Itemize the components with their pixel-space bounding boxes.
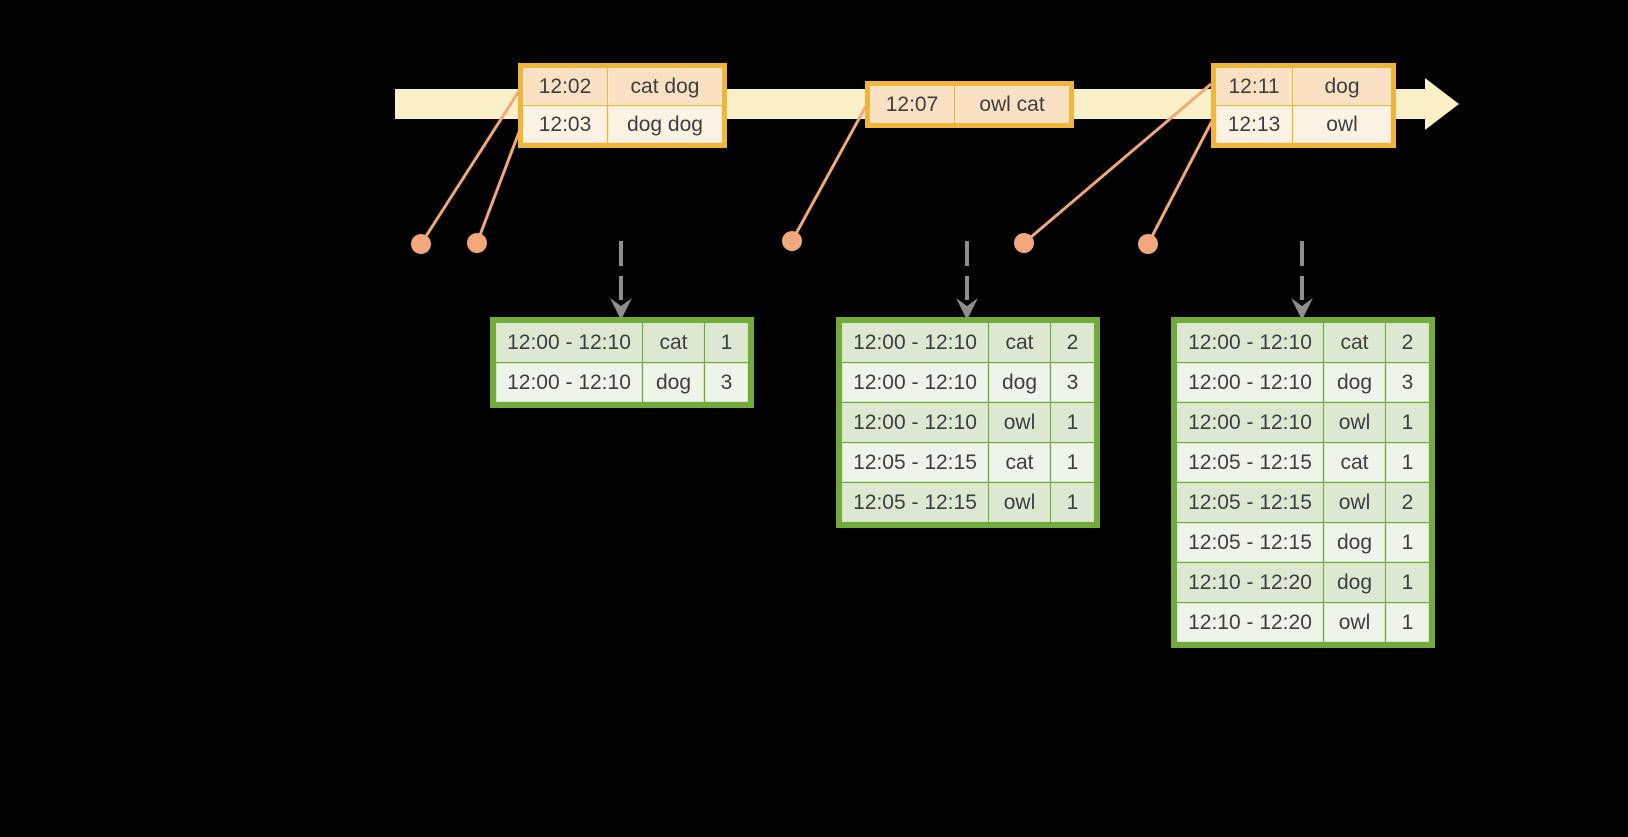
count-cell: 1 (1052, 484, 1093, 521)
window-cell: 12:00 - 12:10 (843, 404, 987, 441)
event-words-cell: dog dog (609, 107, 721, 142)
event-connector-line (1023, 82, 1212, 245)
window-cell: 12:10 - 12:20 (1178, 564, 1322, 601)
result-table-2: 12:00 - 12:10 cat 2 12:00 - 12:10 dog 3 … (836, 317, 1100, 528)
trigger-arrowhead-icon (610, 298, 632, 320)
table-row: 12:00 - 12:10 owl 1 (1178, 404, 1428, 441)
count-cell: 1 (1387, 564, 1428, 601)
word-cell: dog (644, 364, 703, 401)
window-cell: 12:00 - 12:10 (1178, 324, 1322, 361)
result-table-1: 12:00 - 12:10 cat 1 12:00 - 12:10 dog 3 (490, 317, 754, 408)
event-time-cell: 12:07 (871, 87, 953, 122)
window-cell: 12:00 - 12:10 (843, 324, 987, 361)
word-cell: owl (990, 404, 1049, 441)
window-cell: 12:00 - 12:10 (843, 364, 987, 401)
event-time-cell: 12:13 (1217, 107, 1291, 142)
trigger-arrows (610, 241, 1313, 320)
event-row: 12:11 dog (1217, 69, 1390, 104)
event-connector-line (790, 105, 868, 242)
table-row: 12:00 - 12:10 cat 2 (843, 324, 1093, 361)
event-words-cell: owl cat (956, 87, 1068, 122)
table-row: 12:05 - 12:15 owl 1 (843, 484, 1093, 521)
word-cell: cat (1325, 444, 1384, 481)
event-table-1: 12:02 cat dog 12:03 dog dog (518, 63, 727, 148)
word-cell: owl (1325, 604, 1384, 641)
result-table-3: 12:00 - 12:10 cat 2 12:00 - 12:10 dog 3 … (1171, 317, 1435, 648)
word-cell: dog (1325, 564, 1384, 601)
table-row: 12:10 - 12:20 owl 1 (1178, 604, 1428, 641)
count-cell: 1 (1387, 604, 1428, 641)
count-cell: 3 (1052, 364, 1093, 401)
event-words-cell: dog (1294, 69, 1390, 104)
count-cell: 1 (1052, 444, 1093, 481)
count-cell: 2 (1387, 484, 1428, 521)
table-row: 12:00 - 12:10 dog 3 (497, 364, 747, 401)
count-cell: 1 (1052, 404, 1093, 441)
count-cell: 3 (1387, 364, 1428, 401)
table-row: 12:10 - 12:20 dog 1 (1178, 564, 1428, 601)
window-cell: 12:10 - 12:20 (1178, 604, 1322, 641)
event-marker-dot (411, 234, 431, 254)
word-cell: dog (990, 364, 1049, 401)
word-cell: cat (990, 444, 1049, 481)
table-row: 12:00 - 12:10 cat 2 (1178, 324, 1428, 361)
count-cell: 1 (1387, 404, 1428, 441)
word-cell: owl (990, 484, 1049, 521)
event-marker-dot (1014, 233, 1034, 253)
count-cell: 1 (1387, 524, 1428, 561)
table-row: 12:00 - 12:10 dog 3 (1178, 364, 1428, 401)
count-cell: 2 (1052, 324, 1093, 361)
count-cell: 1 (1387, 444, 1428, 481)
window-cell: 12:00 - 12:10 (497, 324, 641, 361)
event-connector-line (419, 87, 523, 245)
event-time-cell: 12:11 (1217, 69, 1291, 104)
count-cell: 3 (706, 364, 747, 401)
timeline-arrowhead-icon (1425, 78, 1459, 130)
word-cell: dog (1325, 524, 1384, 561)
window-cell: 12:00 - 12:10 (1178, 364, 1322, 401)
count-cell: 2 (1387, 324, 1428, 361)
event-marker-dot (467, 233, 487, 253)
trigger-arrowhead-icon (1291, 298, 1313, 320)
window-cell: 12:00 - 12:10 (1178, 404, 1322, 441)
table-row: 12:05 - 12:15 dog 1 (1178, 524, 1428, 561)
table-row: 12:05 - 12:15 cat 1 (843, 444, 1093, 481)
event-marker-dot (1138, 234, 1158, 254)
event-words-cell: cat dog (609, 69, 721, 104)
word-cell: dog (1325, 364, 1384, 401)
event-row: 12:02 cat dog (524, 69, 721, 104)
event-table-2: 12:07 owl cat (865, 81, 1074, 128)
word-cell: owl (1325, 484, 1384, 521)
event-marker-dots (411, 231, 1158, 254)
event-time-cell: 12:03 (524, 107, 606, 142)
window-cell: 12:05 - 12:15 (843, 444, 987, 481)
window-cell: 12:05 - 12:15 (1178, 524, 1322, 561)
window-cell: 12:05 - 12:15 (843, 484, 987, 521)
event-words-cell: owl (1294, 107, 1390, 142)
table-row: 12:05 - 12:15 cat 1 (1178, 444, 1428, 481)
word-cell: owl (1325, 404, 1384, 441)
event-table-3: 12:11 dog 12:13 owl (1211, 63, 1396, 148)
word-cell: cat (990, 324, 1049, 361)
count-cell: 1 (706, 324, 747, 361)
window-cell: 12:05 - 12:15 (1178, 444, 1322, 481)
event-connector-lines (419, 82, 1214, 245)
event-row: 12:03 dog dog (524, 107, 721, 142)
window-cell: 12:00 - 12:10 (497, 364, 641, 401)
window-cell: 12:05 - 12:15 (1178, 484, 1322, 521)
trigger-arrowhead-icon (956, 298, 978, 320)
table-row: 12:00 - 12:10 owl 1 (843, 404, 1093, 441)
event-connector-line (475, 126, 523, 244)
word-cell: cat (644, 324, 703, 361)
table-row: 12:00 - 12:10 dog 3 (843, 364, 1093, 401)
event-marker-dot (782, 231, 802, 251)
event-row: 12:07 owl cat (871, 87, 1068, 122)
table-row: 12:05 - 12:15 owl 2 (1178, 484, 1428, 521)
table-row: 12:00 - 12:10 cat 1 (497, 324, 747, 361)
word-cell: cat (1325, 324, 1384, 361)
event-connector-line (1146, 120, 1214, 245)
event-row: 12:13 owl (1217, 107, 1390, 142)
event-time-cell: 12:02 (524, 69, 606, 104)
